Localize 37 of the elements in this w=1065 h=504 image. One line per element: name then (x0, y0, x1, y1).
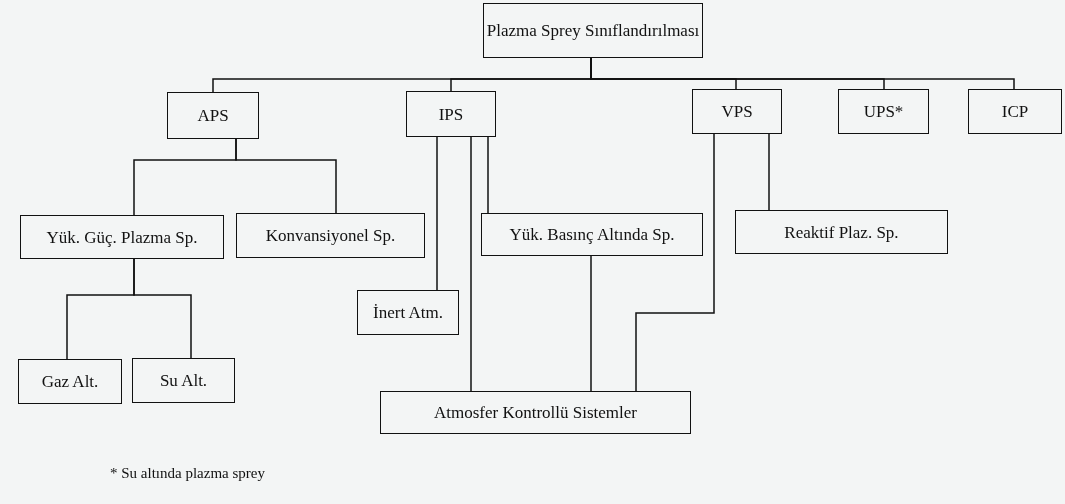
root-box (483, 3, 703, 58)
node-label: APS (197, 106, 229, 125)
category-box (692, 89, 782, 134)
node-label: Gaz Alt. (41, 372, 99, 391)
node-label: ICP (1001, 102, 1029, 121)
footnote: * Su altında plazma sprey (110, 465, 265, 482)
node-label: IPS (438, 104, 464, 124)
node-label: UPS* (863, 102, 904, 121)
category-box (406, 91, 496, 137)
connector-line (487, 136, 489, 214)
connector-line (436, 136, 438, 291)
category-box (357, 290, 459, 335)
category-box (838, 89, 929, 134)
category-box (735, 210, 948, 254)
category-box (132, 358, 235, 403)
category-box (380, 391, 691, 434)
node-label: İnert Atm. (373, 303, 443, 322)
category-box (18, 359, 122, 404)
connector-line (235, 138, 337, 214)
node-label: VPS (721, 102, 753, 121)
node-label: Yük. Basınç Altında Sp. (509, 225, 675, 244)
connector-line (768, 133, 770, 211)
node-label: Yük. Güç. Plazma Sp. (46, 227, 198, 247)
category-box (481, 213, 703, 256)
connector-line (635, 133, 715, 392)
node-label: Su Alt. (159, 371, 208, 390)
category-box (236, 213, 425, 258)
category-box (20, 215, 224, 259)
node-label: Atmosfer Kontrollü Sistemler (434, 403, 637, 422)
node-label: Plazma Sprey Sınıflandırılması (486, 21, 700, 40)
category-box (968, 89, 1062, 134)
connector-line (133, 258, 192, 359)
connector-line (470, 136, 472, 392)
connector-line (590, 255, 592, 392)
category-box (167, 92, 259, 139)
node-label: Konvansiyonel Sp. (265, 226, 396, 245)
node-label: Reaktif Plaz. Sp. (784, 222, 899, 242)
